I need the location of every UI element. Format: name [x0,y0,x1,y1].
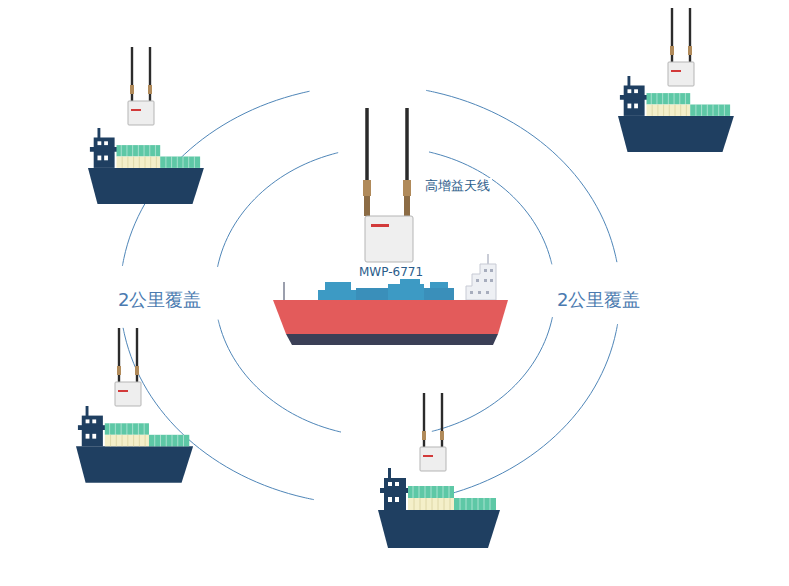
antenna-label: 高增益天线 [423,178,492,194]
coverage-ring [426,90,617,262]
coverage-ring [218,153,339,267]
device-label: MWP-6771 [357,265,425,279]
coverage-label: 2公里覆盖 [116,289,203,311]
coverage-ring [429,152,552,264]
coverage-label: 2公里覆盖 [555,289,642,311]
coverage-ring [430,324,617,499]
